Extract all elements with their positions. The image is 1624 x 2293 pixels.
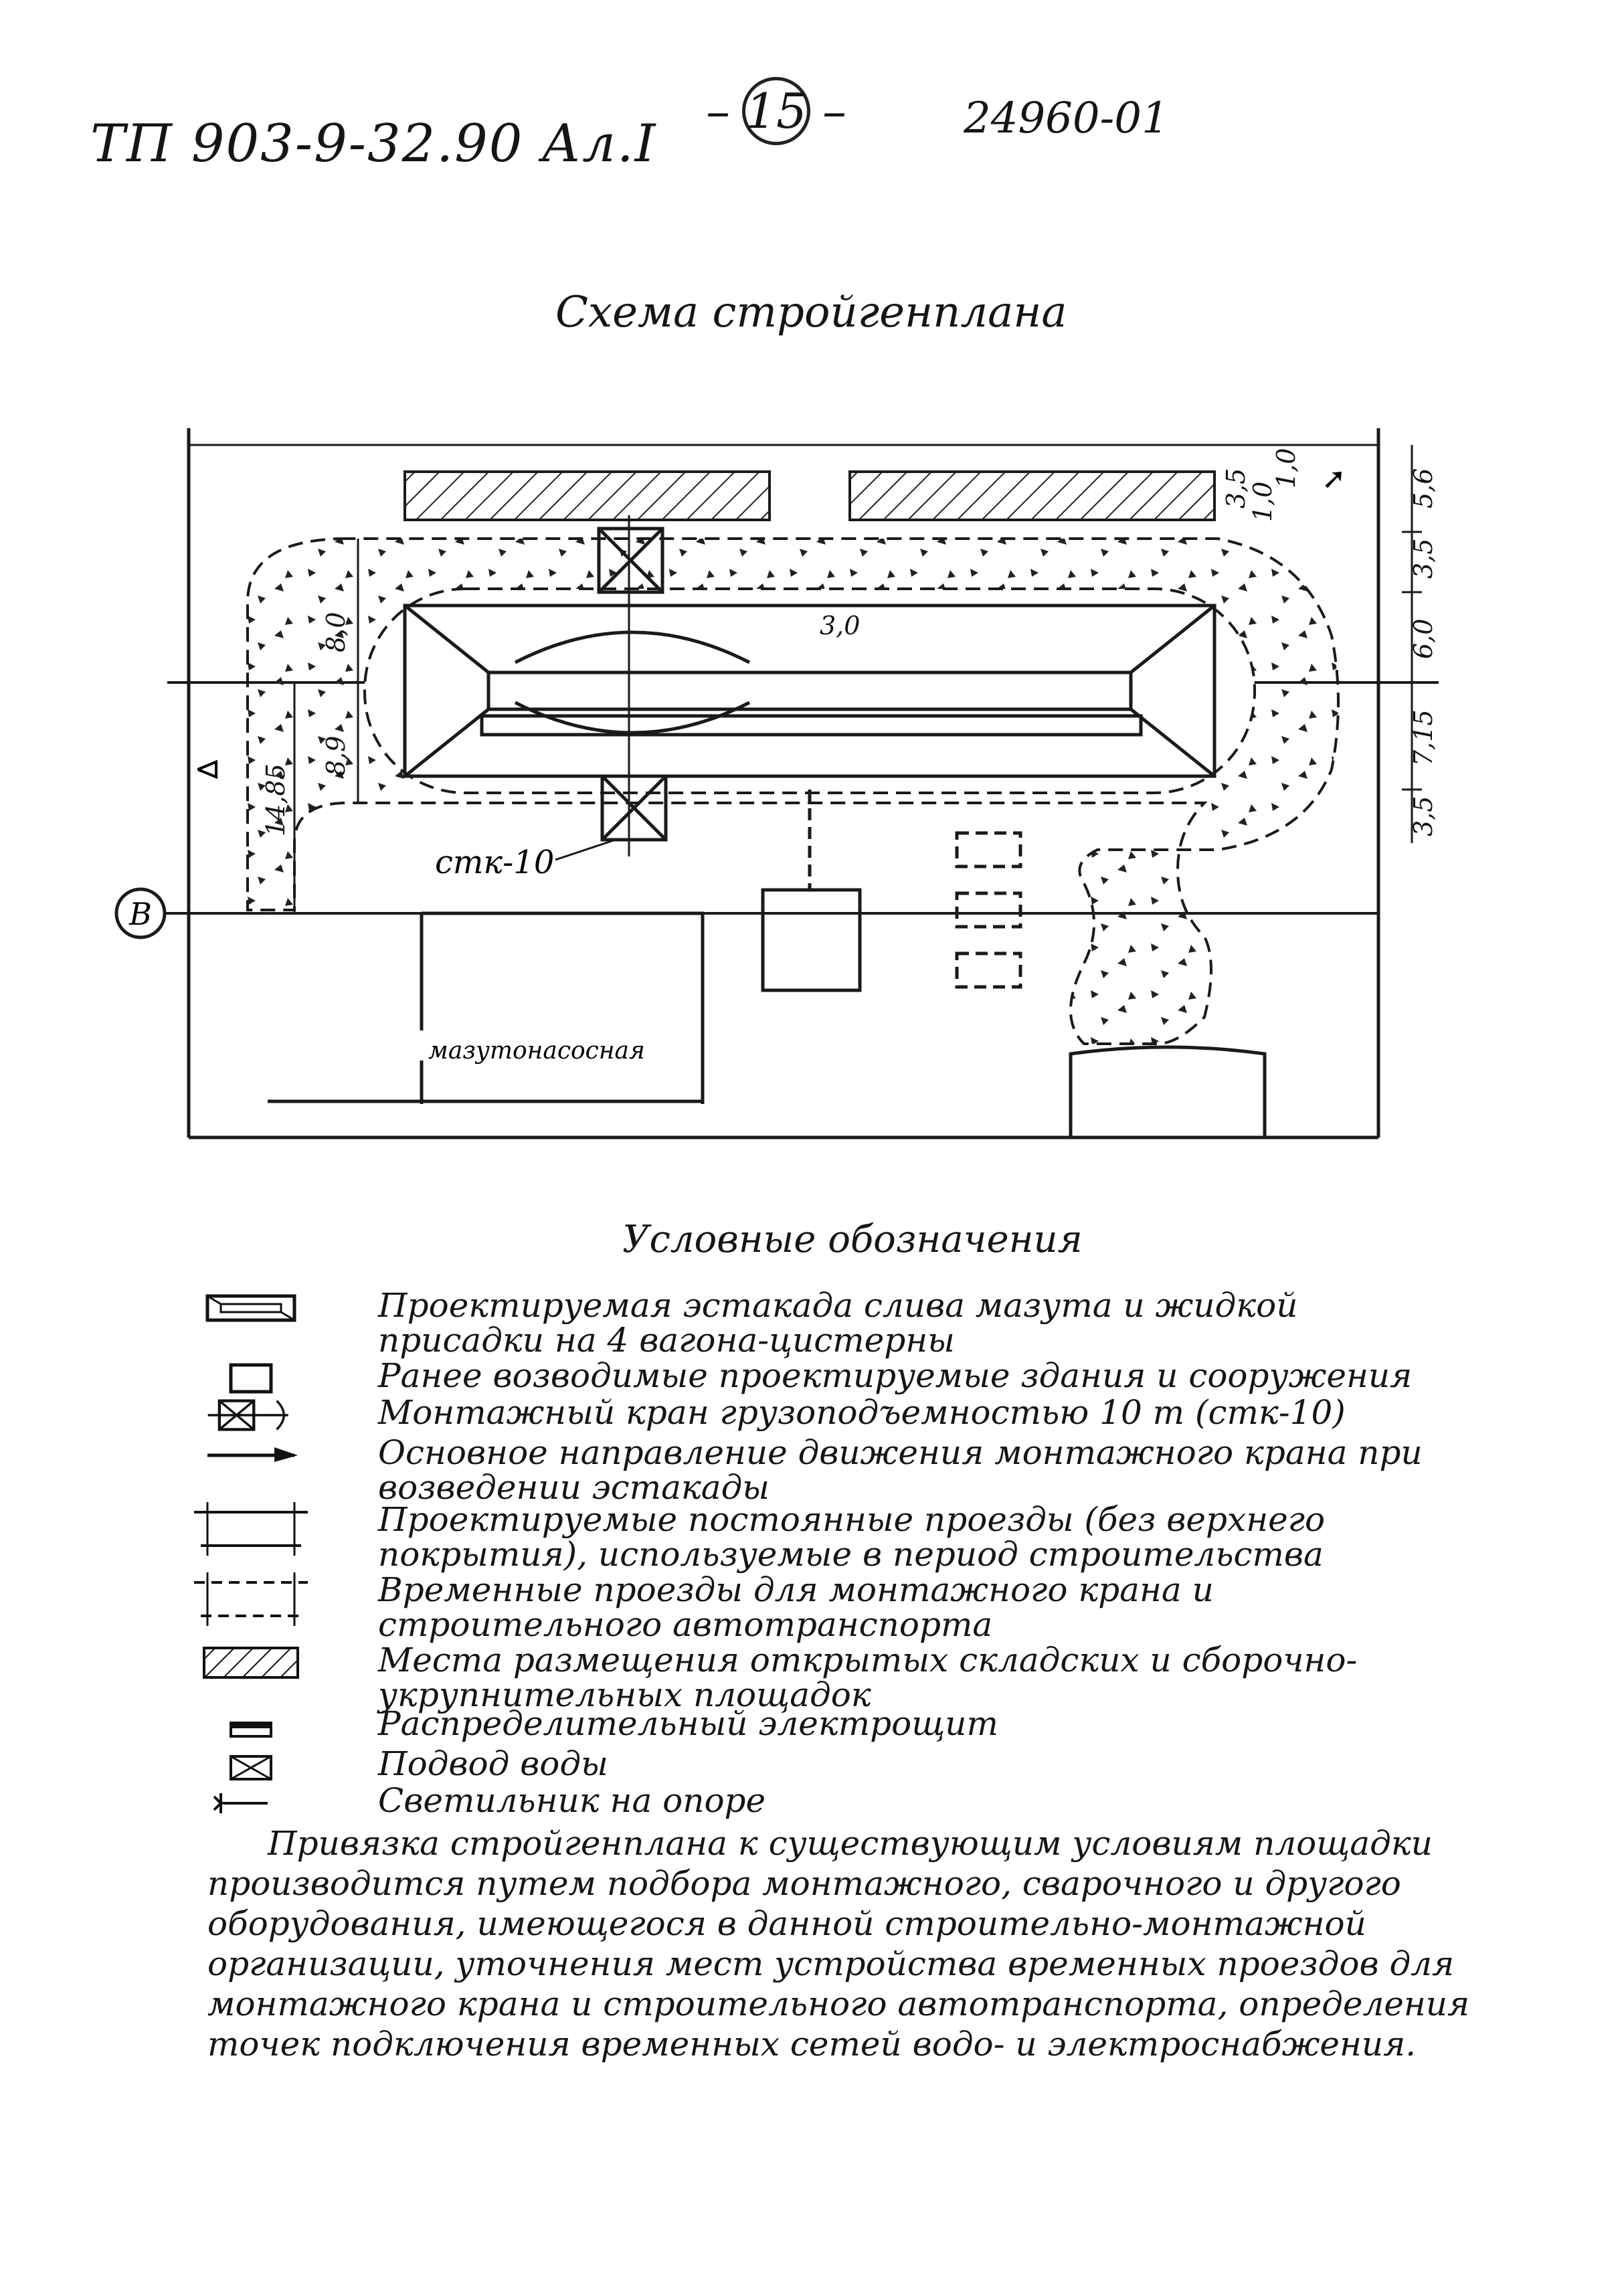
legend-text: Распределительный электрощит	[378, 1704, 998, 1743]
page-number: –15–	[706, 77, 846, 145]
dim-rt-1-0b: 1,0	[1271, 448, 1301, 488]
legend-text: Временные проезды для монтажного крана и…	[378, 1570, 1214, 1644]
legend-text: Проектируемая эстакада слива мазута и жи…	[378, 1286, 1298, 1360]
hatched-area-icon	[203, 1647, 299, 1679]
legend-text: Подвод воды	[378, 1744, 608, 1783]
dim-7-15: 7,15	[1409, 709, 1438, 766]
legend-text: Светильник на опоре	[378, 1781, 766, 1820]
legend-text: Основное направление движения монтажного…	[378, 1433, 1423, 1507]
dim-14-85: 14,85	[261, 763, 290, 836]
storage-area-right	[848, 470, 1216, 521]
axis-b-label: В	[128, 896, 152, 932]
axis-b-marker	[114, 887, 167, 939]
page-dash-left: –	[706, 83, 730, 139]
document-code: ТП 903-9-32.90 Ал.I	[90, 114, 657, 174]
switchboard-icon	[230, 1722, 272, 1738]
note-paragraph: Привязка стройгенплана к существующим ус…	[207, 1824, 1470, 2063]
legend-text: Монтажный кран грузоподъемностью 10 т (с…	[378, 1393, 1346, 1432]
crane-bottom	[600, 774, 668, 842]
water-supply-icon	[230, 1755, 272, 1780]
legend-text: Места размещения открытых складских и сб…	[378, 1641, 1358, 1714]
pump-station-label: мазутонасосная	[428, 1037, 645, 1065]
page-dash-right: –	[822, 83, 846, 139]
building-icon	[229, 1363, 273, 1394]
overpass	[403, 604, 1216, 778]
arrow-icon	[207, 1447, 298, 1462]
crane-label: стк-10	[435, 844, 554, 881]
dim-6-0: 6,0	[1409, 619, 1438, 659]
legend-text: Проектируемые постоянные проезды (без ве…	[378, 1500, 1326, 1574]
dim-rt-3-5: 3,5	[1221, 468, 1251, 509]
storage-area-left	[403, 470, 771, 521]
crane-swing-arc	[514, 630, 751, 664]
inventory-number: 24960-01	[964, 94, 1169, 143]
road-inner-edge	[363, 587, 1256, 794]
permanent-road-icon	[194, 1502, 308, 1556]
legend-title: Условные обозначения	[622, 1218, 1083, 1261]
legend-text: Ранее возводимые проектируемые здания и …	[378, 1356, 1413, 1395]
scheme-title: Схема стройгенплана	[555, 288, 1067, 337]
north-arrow-icon: ➚	[1322, 462, 1346, 496]
dim-rt-1-0: 1,0	[1248, 482, 1277, 522]
site-plan-drawing: стк-10 мазутонасосная В 3,0 8,0 8,9 14,8…	[114, 428, 1439, 1139]
dim-8-0: 8,0	[321, 612, 351, 652]
dim-3-5b: 3,5	[1409, 796, 1438, 836]
page-number-value: 15	[742, 77, 810, 145]
dim-3-5a: 3,5	[1409, 539, 1438, 579]
overpass-icon	[205, 1294, 296, 1322]
lamp-icon: ⊲	[194, 750, 221, 788]
temporary-road-icon	[194, 1572, 308, 1626]
dim-8-9: 8,9	[321, 736, 351, 776]
building-block	[761, 888, 862, 992]
dim-3-0: 3,0	[820, 611, 860, 640]
crane-top	[597, 527, 664, 594]
crane-icon	[207, 1399, 288, 1431]
lamp-icon	[213, 1793, 268, 1813]
dim-5-6: 5,6	[1409, 468, 1438, 509]
